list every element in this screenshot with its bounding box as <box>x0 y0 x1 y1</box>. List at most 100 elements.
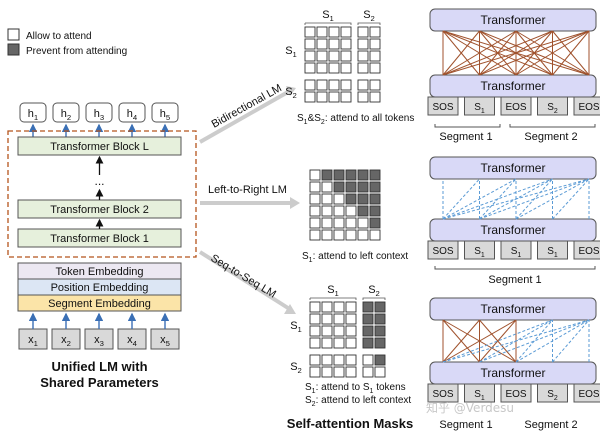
s2s-caption-1: S1: attend to S1 tokens <box>305 382 406 395</box>
mask-cell-allowed <box>309 354 321 366</box>
mask-cell-allowed <box>369 26 381 38</box>
input-token-label: x5 <box>160 334 170 348</box>
input-token-label: x3 <box>94 334 104 348</box>
s2s-caption-2: S2: attend to left context <box>305 395 411 408</box>
mask-cell-allowed <box>362 354 374 366</box>
output-token-label: h4 <box>127 108 138 122</box>
mask-cell-allowed <box>345 354 357 366</box>
mask-cell-allowed <box>333 229 345 241</box>
mask-cell-allowed <box>321 366 333 378</box>
mask-cell-allowed <box>309 169 321 181</box>
transformer-block-l <box>17 136 182 156</box>
legend-prevent-swatch <box>7 43 20 56</box>
mask-cell-allowed <box>340 79 352 91</box>
legend-allow-label: Allow to attend <box>26 31 92 42</box>
mask-row-label-s2: S2 <box>290 361 302 375</box>
token-l2r <box>464 240 495 260</box>
mask-cell-blocked <box>374 337 386 349</box>
attention-line-l2r <box>479 178 590 220</box>
mask-cell-allowed <box>304 79 316 91</box>
mask-cell-allowed <box>309 205 321 217</box>
mask-cell-allowed <box>309 313 321 325</box>
transformer-bottom-bi-label: Transformer <box>481 79 546 93</box>
transformer-block-2-label: Transformer Block 2 <box>50 204 149 216</box>
mask-cell-allowed <box>304 62 316 74</box>
arrow-seq-to-seq <box>198 250 290 310</box>
mask-cell-allowed <box>321 337 333 349</box>
mask-cell-blocked <box>333 169 345 181</box>
mask-cell-allowed <box>333 366 345 378</box>
arrow-seq-to-seq-head <box>284 304 296 314</box>
attention-line-bi <box>442 30 517 76</box>
mask-cell-allowed <box>333 193 345 205</box>
mask-cell-allowed <box>345 313 357 325</box>
token-l2r-label: SOS <box>432 246 453 257</box>
mask-cell-blocked <box>362 301 374 313</box>
mask-cell-allowed <box>321 229 333 241</box>
token-s2s <box>427 383 459 403</box>
mask-cell-allowed <box>357 217 369 229</box>
input-token-label: x2 <box>61 334 71 348</box>
mask-cell-allowed <box>328 62 340 74</box>
attention-line-bi <box>442 30 590 76</box>
token-bi <box>573 96 600 116</box>
attention-line-s2s-tgt <box>479 319 553 363</box>
token-s2s <box>573 383 600 403</box>
mask-cell-allowed <box>340 38 352 50</box>
mask-cell-allowed <box>309 337 321 349</box>
mask-cell-allowed <box>362 366 374 378</box>
token-bi-label: S1 <box>474 102 485 115</box>
mask-cell-allowed <box>328 26 340 38</box>
mask-cell-allowed <box>321 313 333 325</box>
mask-cell-blocked <box>374 301 386 313</box>
mask-cell-allowed <box>304 91 316 103</box>
mask-cell-allowed <box>321 193 333 205</box>
token-bi-label: EOS <box>505 102 526 113</box>
mask-cell-allowed <box>345 325 357 337</box>
token-s2s-label: SOS <box>432 389 453 400</box>
mask-cell-blocked <box>369 217 381 229</box>
mask-cell-blocked <box>362 325 374 337</box>
watermark: 知乎 @Verdesu <box>426 401 514 415</box>
mask-cell-allowed <box>369 91 381 103</box>
mask-cell-allowed <box>357 79 369 91</box>
input-token-label: x1 <box>28 334 38 348</box>
attention-line-l2r <box>442 178 480 220</box>
mask-cell-allowed <box>309 366 321 378</box>
mask-cell-allowed <box>357 229 369 241</box>
label-seq-to-seq: Seq-to-Seq LM <box>208 252 278 300</box>
mask-cell-allowed <box>333 217 345 229</box>
attention-line-bi <box>479 30 590 76</box>
mode-arrows: Bidirectional LM Left-to-Right LM Seq-to… <box>198 82 300 314</box>
transformer-top-l2r <box>429 156 597 180</box>
segment1-bracket-l2r <box>434 266 596 270</box>
token-s2s <box>537 383 568 403</box>
mask-cell-blocked <box>333 181 345 193</box>
transformer-top-s2s <box>429 297 597 321</box>
mask-row-label-s1: S1 <box>290 320 302 334</box>
segment-embedding-label: Segment Embedding <box>48 298 151 310</box>
mask-cell-allowed <box>316 62 328 74</box>
mask-cell-allowed <box>374 366 386 378</box>
mask-cell-allowed <box>345 205 357 217</box>
output-token-box <box>151 102 179 123</box>
mask-cell-allowed <box>316 50 328 62</box>
output-token-label: h3 <box>94 108 104 122</box>
shared-parameters-box <box>7 130 197 258</box>
output-token-label: h5 <box>160 108 170 122</box>
mask-cell-allowed <box>321 217 333 229</box>
attention-line-l2r <box>552 178 590 220</box>
arrow-bidirectional-head <box>286 86 296 96</box>
segment1-label-l2r: Segment 1 <box>488 274 541 286</box>
transformer-bottom-s2s-label: Transformer <box>481 366 546 380</box>
token-l2r-label: S1 <box>474 246 485 259</box>
mask-cell-allowed <box>321 301 333 313</box>
mask-cell-allowed <box>304 26 316 38</box>
masks-title: Self-attention Masks <box>287 416 413 431</box>
mask-cell-allowed <box>321 181 333 193</box>
mask-cell-blocked <box>369 169 381 181</box>
ellipsis: ... <box>94 174 104 188</box>
attention-line-bi <box>515 30 590 76</box>
